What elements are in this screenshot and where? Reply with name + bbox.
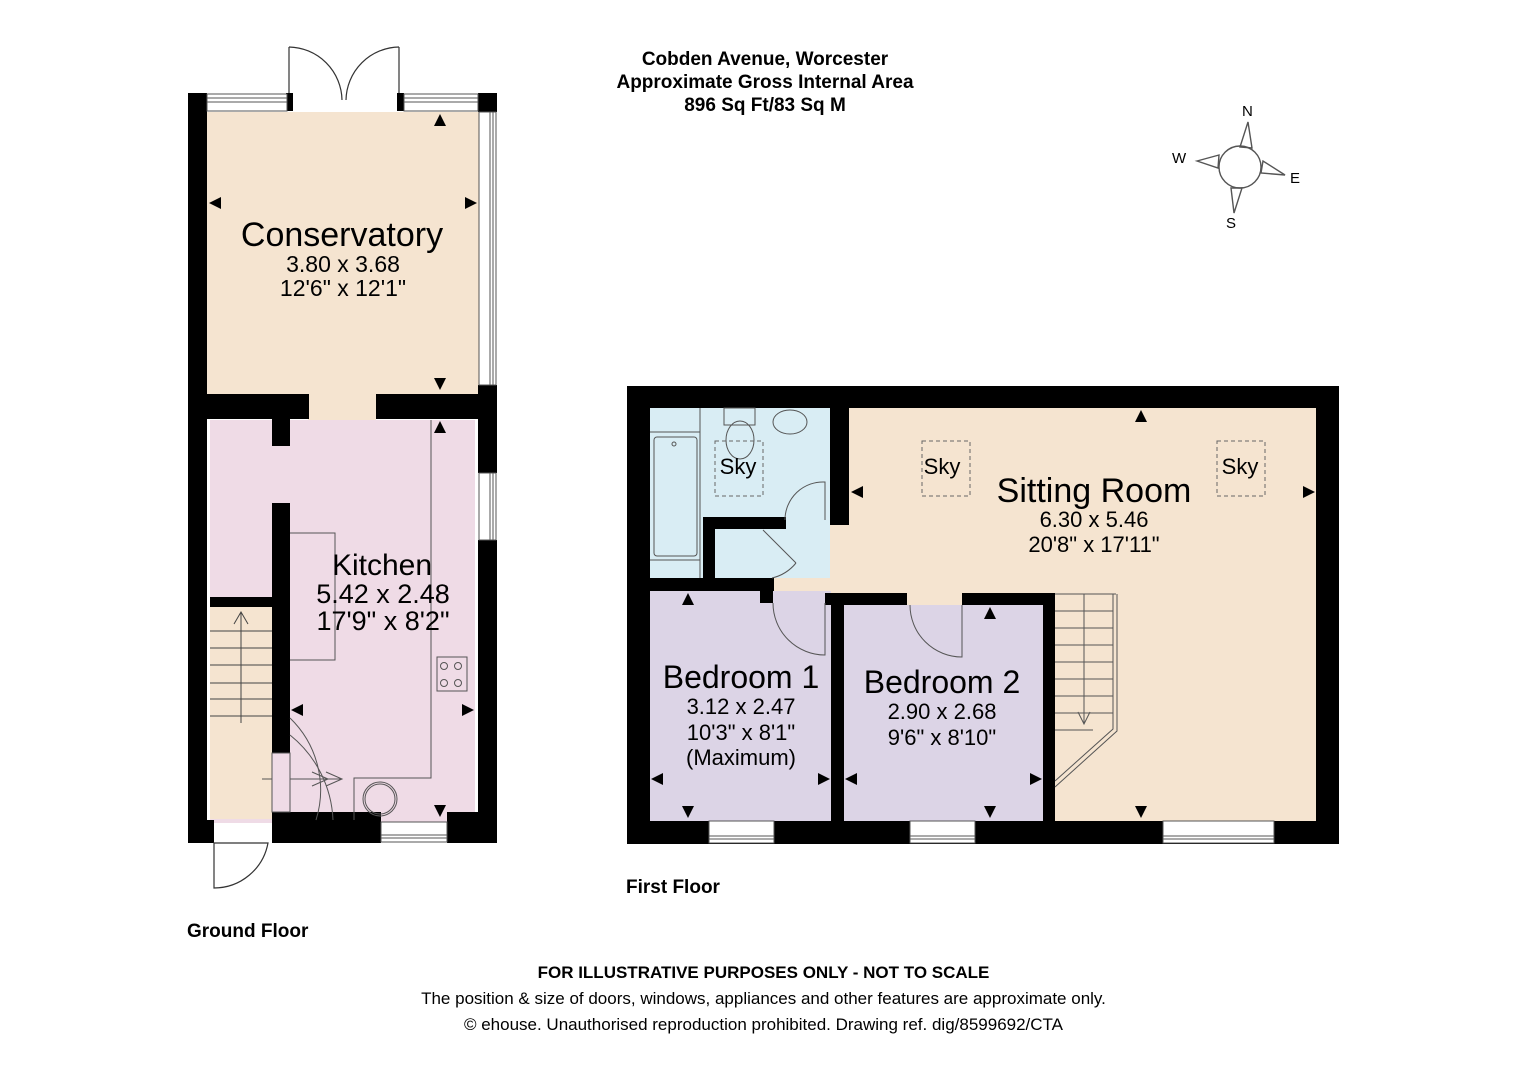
compass-west: W [1172,150,1187,167]
hob-icon [436,656,468,692]
skylight-label: Sky [924,454,961,479]
plan-title-block: Cobden Avenue, Worcester Approximate Gro… [560,48,970,117]
compass-north: N [1242,103,1253,120]
sitting-room-metric: 6.30 x 5.46 [1040,507,1149,532]
first-floor-stairs [1054,593,1118,788]
kitchen-name: Kitchen [332,549,432,582]
toilet-icon [725,420,755,460]
ground-floor-plan: Conservatory 3.80 x 3.68 12'6" x 12'1" K… [188,46,497,889]
disclaimer-heading: FOR ILLUSTRATIVE PURPOSES ONLY - NOT TO … [537,963,990,982]
kitchen-metric: 5.42 x 2.48 [316,579,450,609]
ground-floor-label: Ground Floor [187,921,309,942]
skylight-label: Sky [1222,454,1259,479]
conservatory-metric: 3.80 x 3.68 [286,251,400,277]
sitting-room-name: Sitting Room [997,472,1192,510]
french-doors [288,46,400,101]
first-floor-plan: Sky Sky Sky [627,386,1339,844]
conservatory-imperial: 12'6" x 12'1" [280,275,406,301]
sink-icon [362,781,398,817]
disclaimer-note: The position & size of doors, windows, a… [421,989,1106,1008]
area-label: Approximate Gross Internal Area [616,72,914,93]
compass-rose: N E S W [1160,95,1310,240]
bedroom-2-imperial: 9'6" x 8'10" [888,725,996,750]
basin-icon [772,409,808,435]
address-title: Cobden Avenue, Worcester [641,49,889,70]
compass-icon [1194,121,1286,214]
sitting-room-imperial: 20'8" x 17'11" [1028,532,1159,557]
bedroom-1-note: (Maximum) [686,745,796,770]
copyright-text: © ehouse. Unauthorised reproduction proh… [463,1015,1064,1034]
bedroom-1-imperial: 10'3" x 8'1" [687,720,795,745]
skylight-label: Sky [720,454,757,479]
conservatory-area [207,112,479,394]
bath-icon [653,436,698,557]
area-value: 896 Sq Ft/83 Sq M [684,95,846,116]
conservatory-name: Conservatory [241,216,443,254]
first-floor-label: First Floor [626,877,720,898]
bedroom-2-metric: 2.90 x 2.68 [888,699,997,724]
compass-south: S [1226,215,1237,232]
bedroom-2-area [844,605,1043,821]
bedroom-1-name: Bedroom 1 [663,659,820,695]
compass-east: E [1290,170,1301,187]
kitchen-imperial: 17'9" x 8'2" [316,606,449,636]
bedroom-1-metric: 3.12 x 2.47 [687,694,796,719]
bedroom-1-area [650,591,831,821]
bedroom-2-name: Bedroom 2 [864,664,1021,700]
ground-stairs [210,611,272,723]
front-door [213,842,269,889]
footer-disclaimer: FOR ILLUSTRATIVE PURPOSES ONLY - NOT TO … [300,960,1227,1038]
